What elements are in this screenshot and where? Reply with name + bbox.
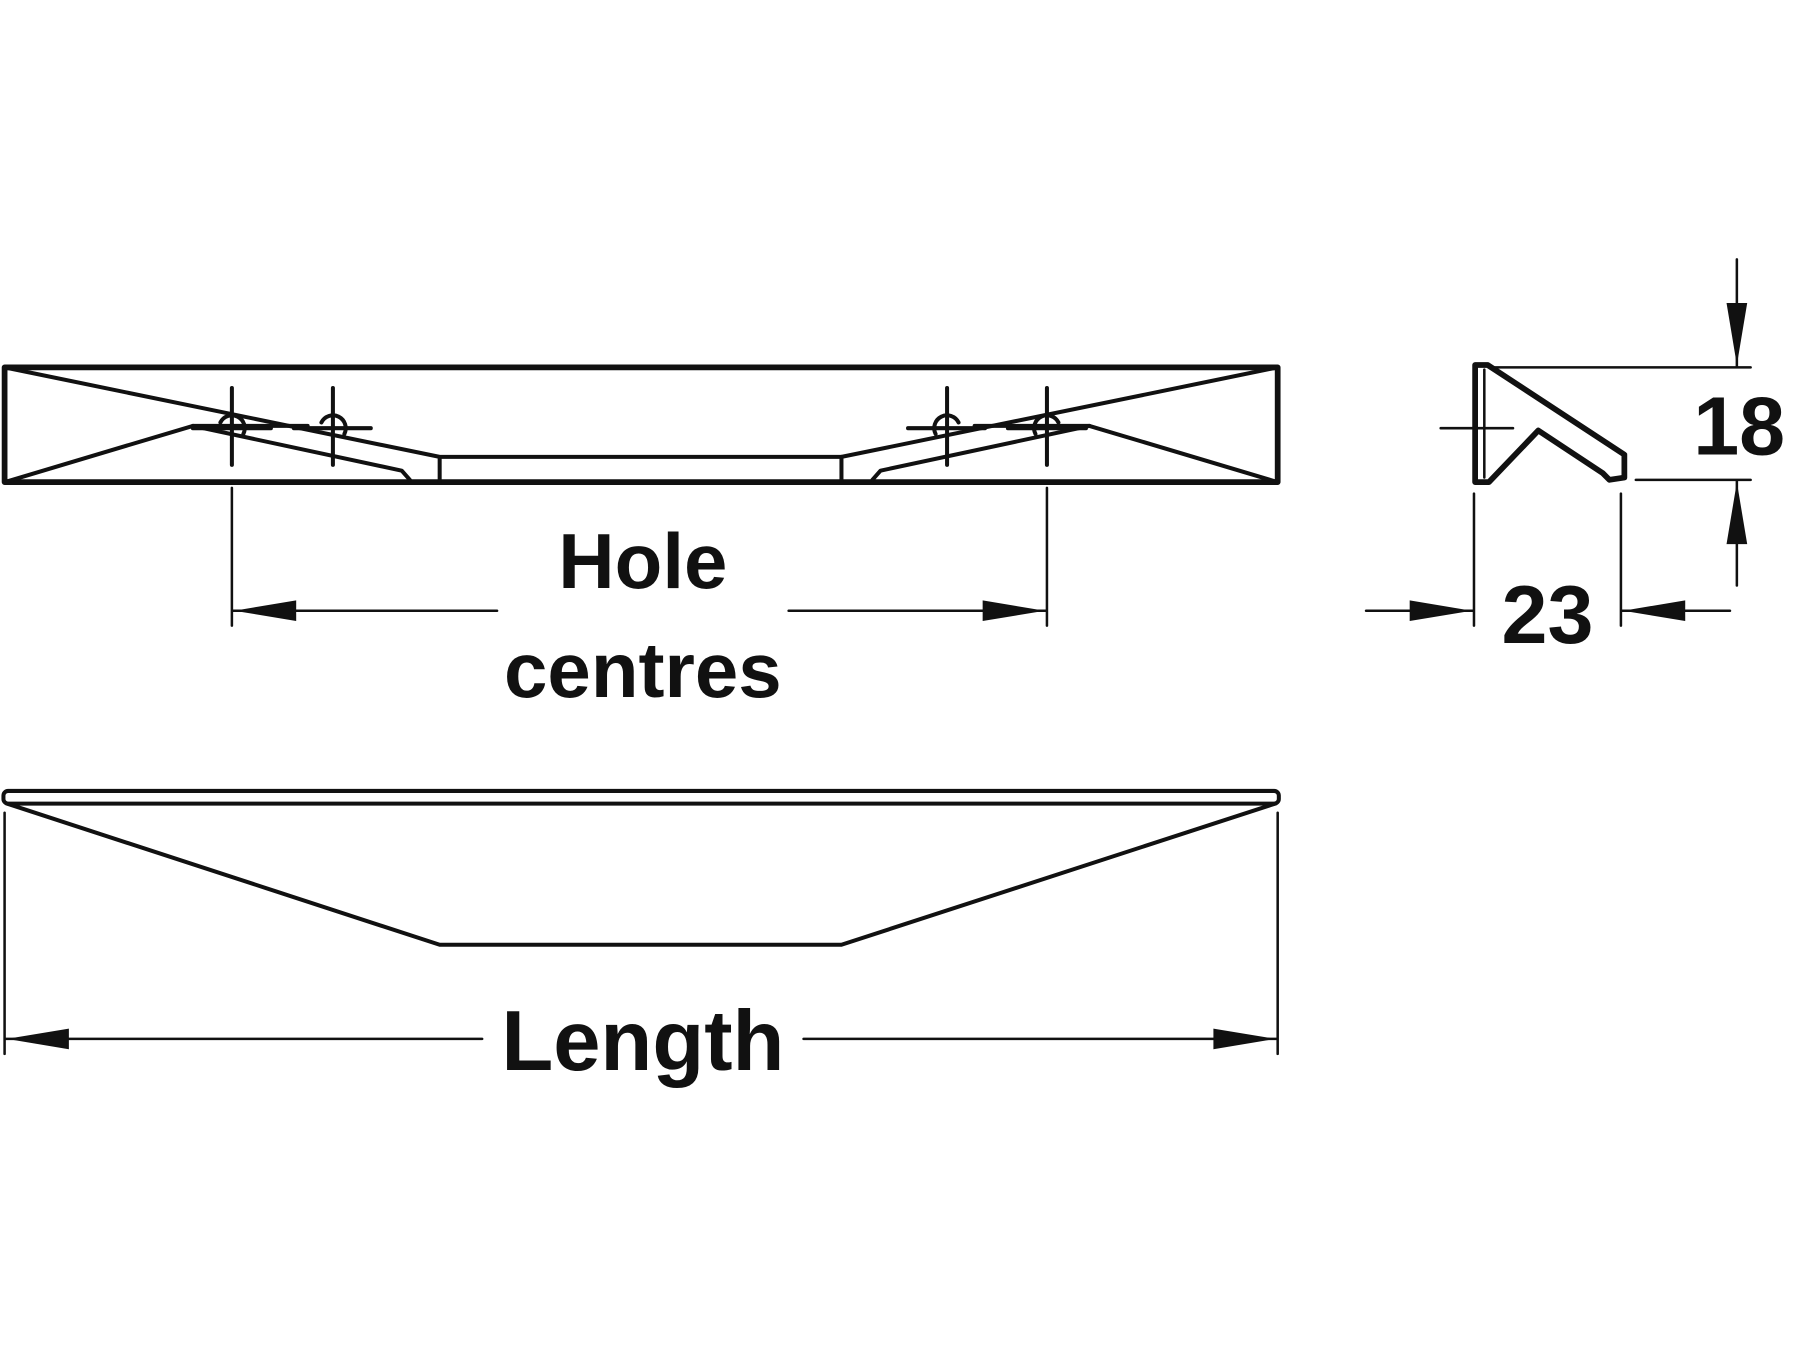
height-dimension: 18 xyxy=(1491,258,1785,587)
arrowhead-up xyxy=(1726,482,1748,545)
arrowhead-right xyxy=(982,600,1045,622)
front-view: Length xyxy=(1,788,1281,1088)
front-view-top-bar xyxy=(1,788,1281,806)
arrowhead-right xyxy=(1409,600,1472,622)
arrowhead-left xyxy=(6,1028,69,1050)
side-profile xyxy=(1472,362,1628,486)
hole-centres-dimension: Hole centres xyxy=(230,486,1049,714)
width-dimension: 23 xyxy=(1364,492,1732,661)
hole-marker-2 xyxy=(291,386,373,467)
centres-label: centres xyxy=(504,626,782,714)
screw-hole-markers xyxy=(190,386,1088,467)
arrowhead-left xyxy=(1623,600,1686,622)
hole-marker-1 xyxy=(190,386,273,467)
height-value: 18 xyxy=(1693,380,1785,473)
top-view-left-profile xyxy=(2,365,844,485)
front-view-profile xyxy=(4,801,1278,947)
side-centre-line xyxy=(1439,368,1515,479)
arrowhead-right xyxy=(1213,1028,1276,1050)
arrowhead-left xyxy=(234,600,297,622)
width-value: 23 xyxy=(1501,568,1593,661)
top-view-outline xyxy=(1,364,1281,486)
top-view: Hole centres xyxy=(1,364,1281,714)
hole-label: Hole xyxy=(558,517,727,605)
hole-marker-3 xyxy=(906,386,987,467)
side-view: 18 23 xyxy=(1364,258,1785,661)
top-view-right-profile xyxy=(839,365,1280,485)
length-dimension: Length xyxy=(3,811,1279,1088)
hole-marker-4 xyxy=(1005,386,1088,467)
arrowhead-down xyxy=(1726,303,1748,366)
length-label: Length xyxy=(501,993,784,1088)
